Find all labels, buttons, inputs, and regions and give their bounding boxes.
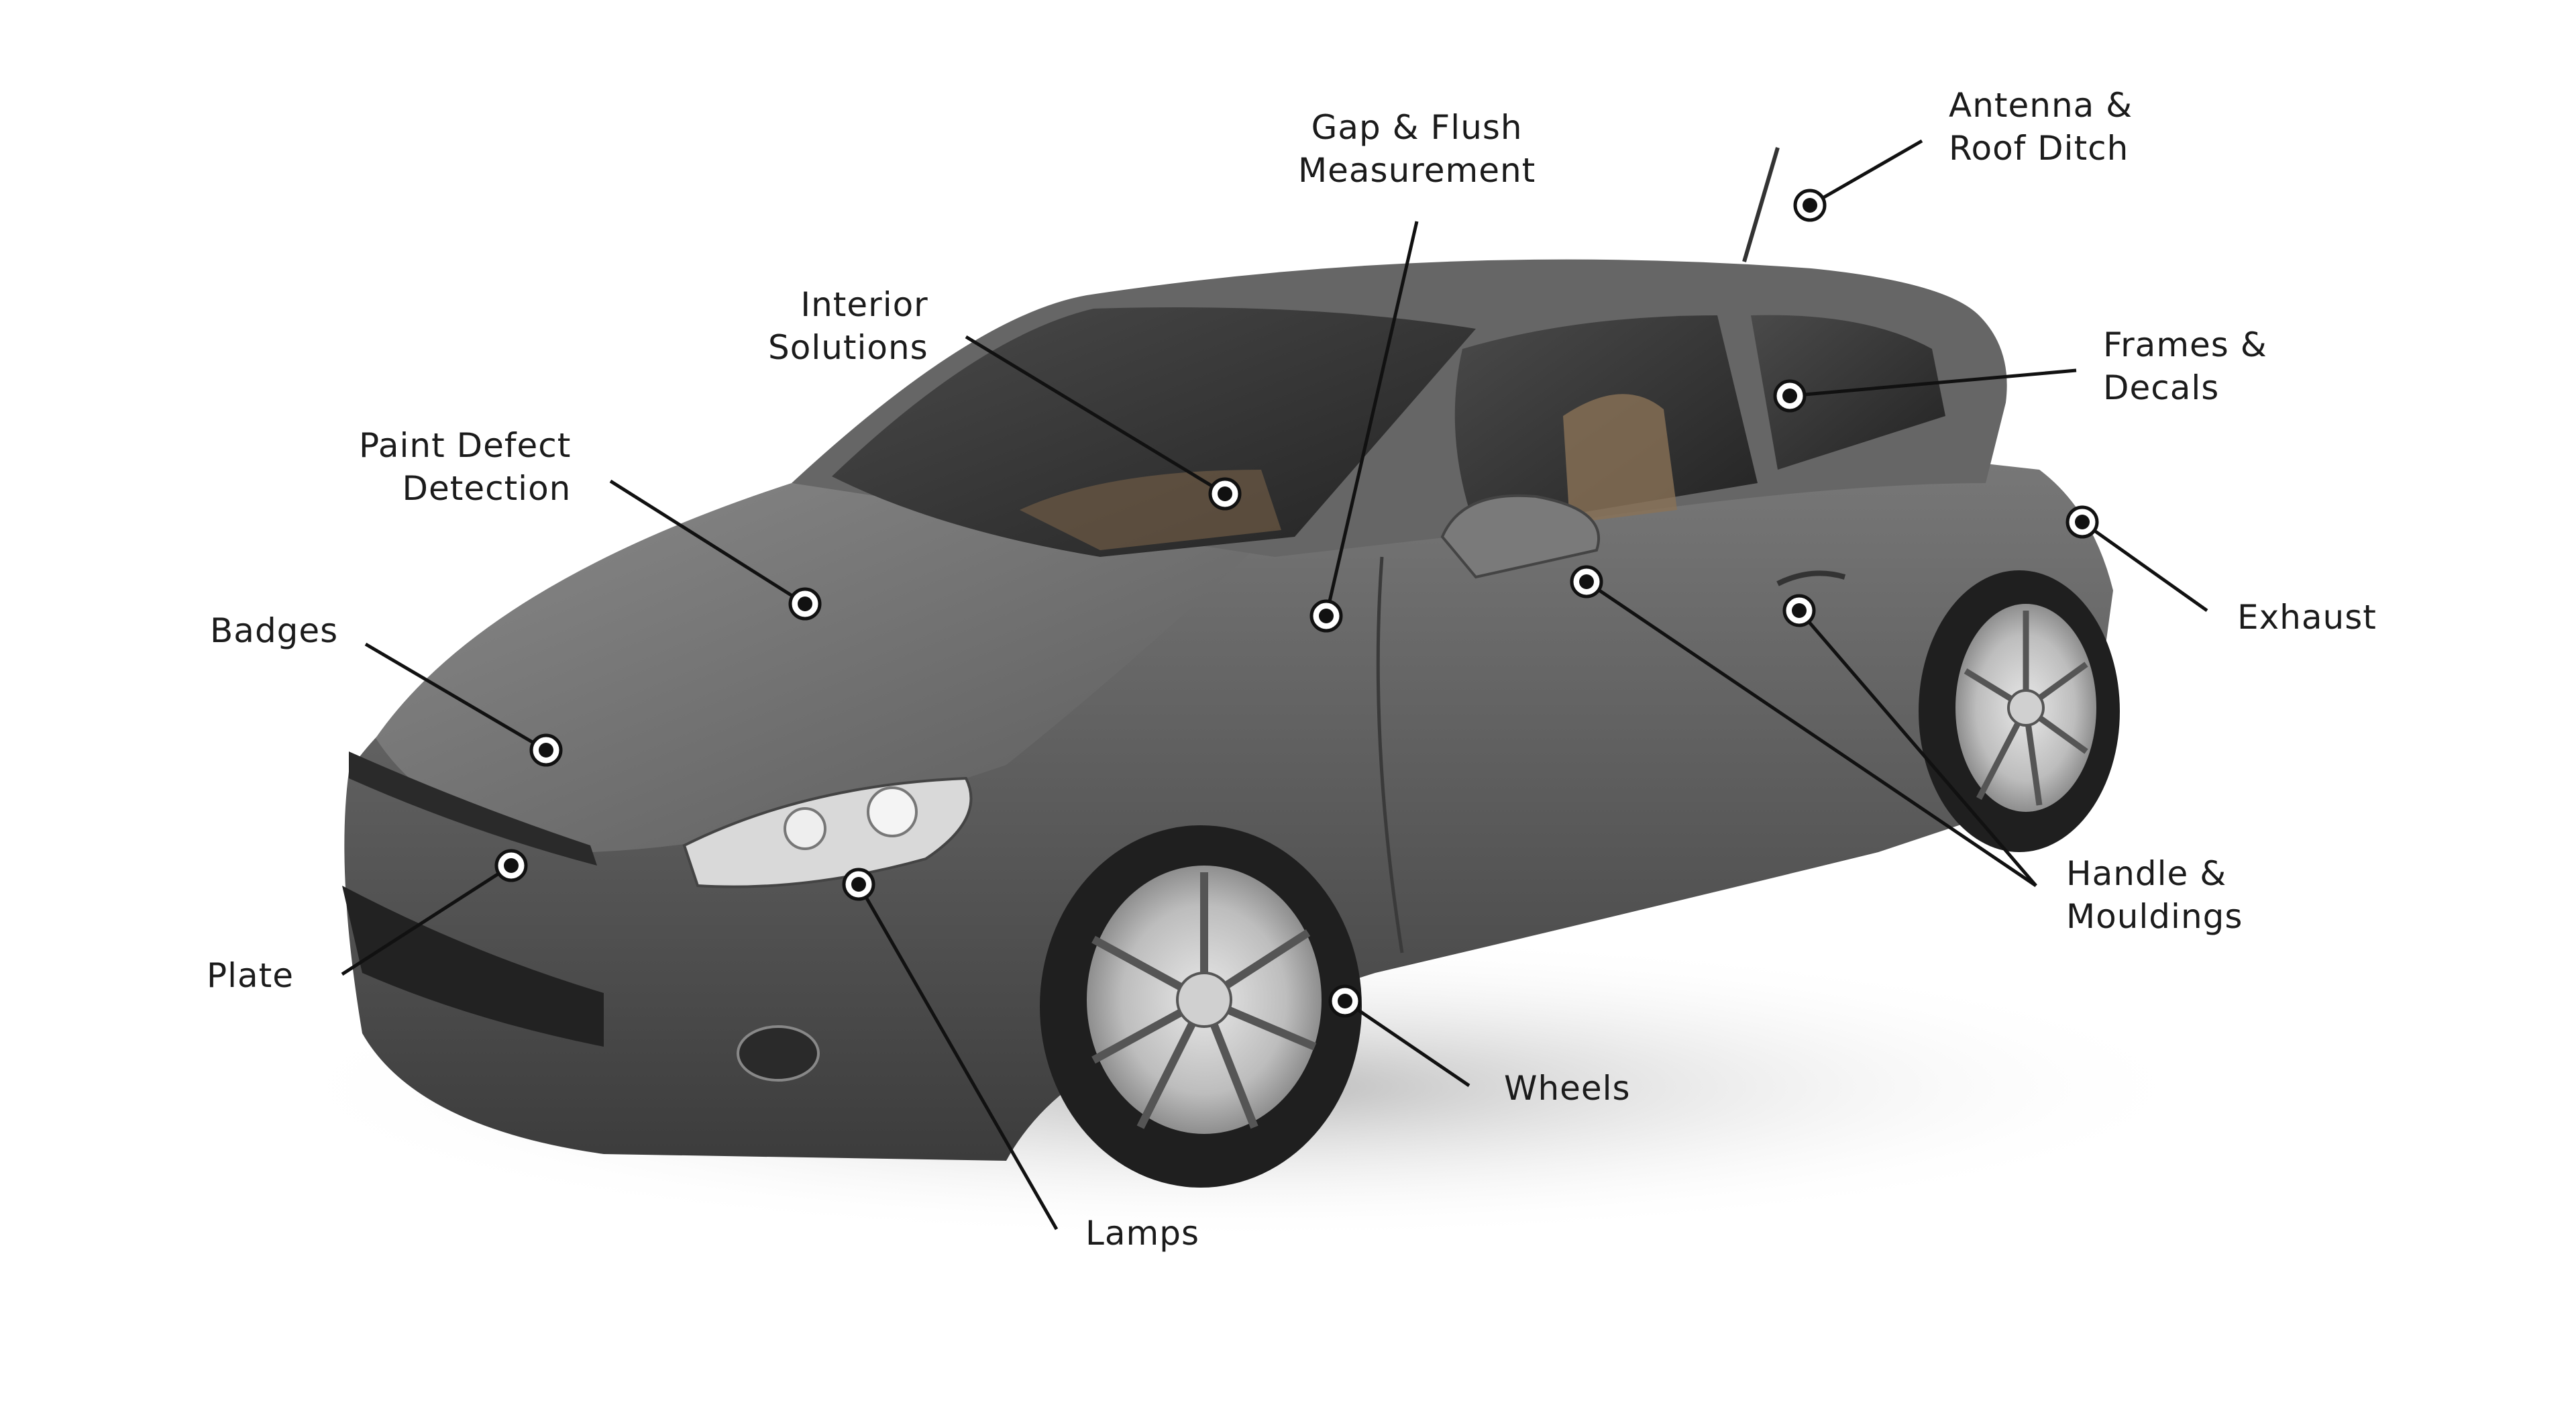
- leader-line-interior: [965, 335, 1226, 496]
- leader-line-lamps: [857, 883, 1059, 1231]
- leader-line-gap: [1324, 221, 1419, 617]
- front-hub: [1176, 972, 1232, 1028]
- callout-label-badges: Badges: [210, 611, 339, 650]
- callout-label-exhaust: Exhaust: [2237, 598, 2377, 637]
- leader-line-wheels: [1344, 999, 1470, 1088]
- car-hood: [376, 483, 1275, 852]
- callout-marker-dot-lamps: [851, 877, 866, 892]
- callout-label-gap-flush: Gap & Flush Measurement: [1298, 108, 1536, 190]
- leader-line-frames: [1789, 368, 2077, 398]
- lower-intake: [342, 886, 604, 1047]
- leader-line-exhaust: [2081, 520, 2208, 613]
- callout-marker-dot-gap: [1319, 609, 1334, 623]
- front-grille: [349, 751, 597, 866]
- side-mirror: [1440, 494, 1601, 579]
- callout-label-antenna: Antenna & Roof Ditch: [1949, 86, 2133, 168]
- door-handle: [1776, 570, 1846, 586]
- callout-marker-dot-plate: [504, 858, 519, 873]
- antenna: [1742, 147, 1780, 262]
- headlight-lens-inner: [784, 807, 826, 850]
- callout-label-wheels: Wheels: [1504, 1069, 1631, 1108]
- leader-line-handle: [1798, 609, 2037, 887]
- callout-label-paint-defect: Paint Defect Detection: [359, 426, 572, 508]
- rear-seat: [1563, 394, 1677, 523]
- callout-marker-dot-paint: [798, 596, 812, 611]
- callout-label-handle-mouldings: Handle & Mouldings: [2066, 854, 2243, 936]
- callout-marker-dot-frames: [1782, 388, 1797, 403]
- callout-label-lamps: Lamps: [1085, 1214, 1199, 1253]
- callout-marker-dot-handle: [1792, 603, 1807, 618]
- callout-marker-dot-handle2: [1579, 574, 1594, 589]
- leader-line-plate: [341, 864, 513, 976]
- callout-marker-dot-interior: [1218, 486, 1232, 501]
- side-window-rear: [1751, 315, 1945, 470]
- door-seam: [1376, 556, 1404, 953]
- headlight-lens: [867, 786, 918, 837]
- callout-marker-dot-exhaust: [2075, 515, 2090, 529]
- fog-lamp: [737, 1025, 820, 1082]
- leader-line-handle2: [1585, 580, 2037, 888]
- callout-marker-dot-antenna: [1803, 198, 1817, 213]
- callout-marker-dot-wheels: [1338, 994, 1352, 1008]
- leader-line-badges: [364, 642, 547, 752]
- windshield: [832, 307, 1476, 557]
- leader-line-antenna: [1809, 139, 1923, 207]
- callout-marker-dot-badges: [539, 743, 553, 758]
- callout-leaders: [341, 139, 2208, 1231]
- leader-line-paint: [609, 479, 806, 606]
- callout-label-plate: Plate: [207, 956, 294, 995]
- callout-label-interior: Interior Solutions: [768, 285, 928, 367]
- callout-label-frames-decals: Frames & Decals: [2103, 325, 2267, 407]
- rear-hub: [2007, 689, 2045, 727]
